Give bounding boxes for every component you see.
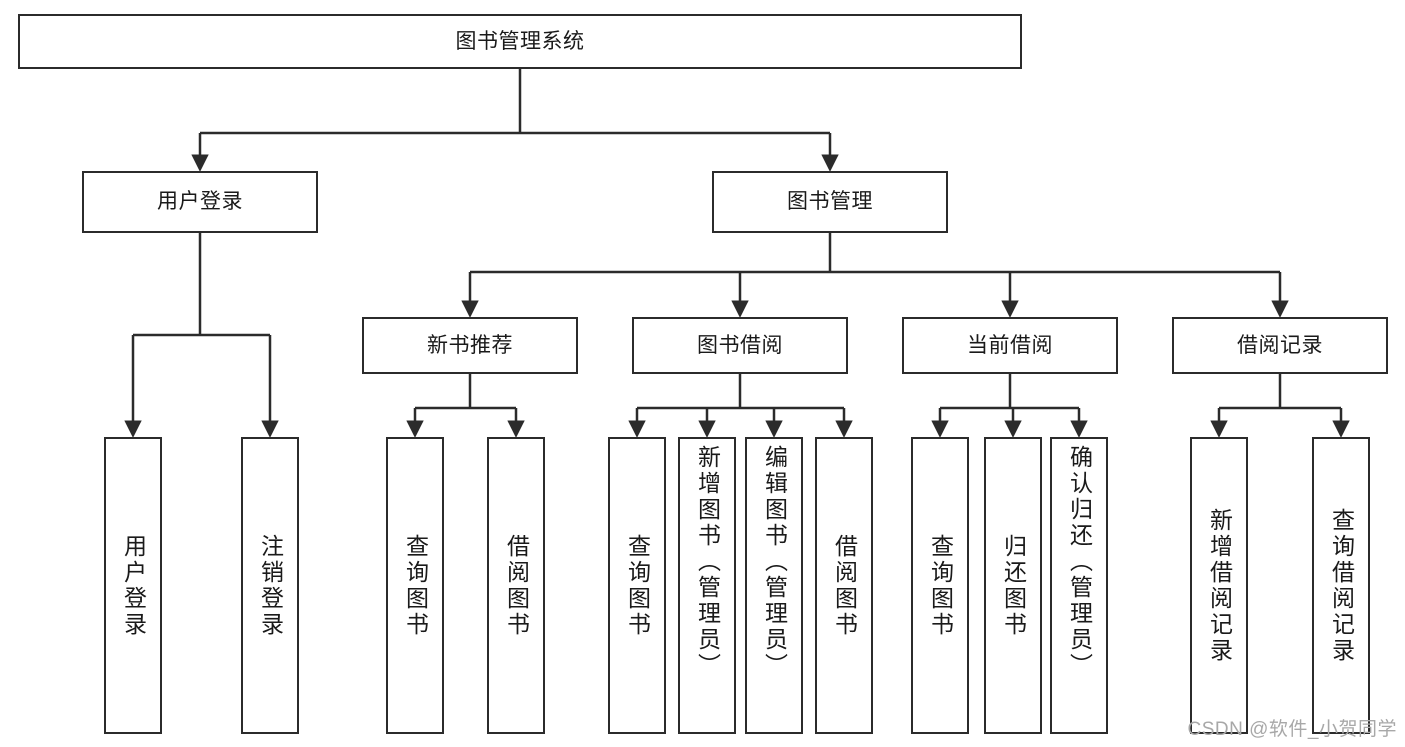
node-label: 借阅记录: [1237, 333, 1323, 357]
node-label: 查询图书: [624, 533, 651, 638]
node-borrow-record[interactable]: 借阅记录: [1172, 317, 1388, 374]
node-leaf-add-book-admin[interactable]: 新增图书（管理员）: [678, 437, 736, 734]
node-book-borrow[interactable]: 图书借阅: [632, 317, 848, 374]
node-label: 图书管理系统: [455, 29, 585, 53]
node-leaf-confirm-return-admin[interactable]: 确认归还（管理员）: [1050, 437, 1108, 734]
node-label: 用户登录: [157, 190, 243, 214]
node-label: 确认归还（管理员）: [1066, 445, 1093, 679]
node-label: 归还图书: [1000, 533, 1027, 638]
node-leaf-add-borrow-record[interactable]: 新增借阅记录: [1190, 437, 1248, 734]
node-leaf-query-book-1[interactable]: 查询图书: [386, 437, 444, 734]
node-label: 用户登录: [120, 533, 147, 638]
node-label: 查询借阅记录: [1328, 507, 1355, 664]
node-label: 图书管理: [787, 190, 873, 214]
node-leaf-query-book-2[interactable]: 查询图书: [608, 437, 666, 734]
node-leaf-logout[interactable]: 注销登录: [241, 437, 299, 734]
node-label: 新书推荐: [427, 333, 513, 357]
node-leaf-edit-book-admin[interactable]: 编辑图书（管理员）: [745, 437, 803, 734]
node-label: 借阅图书: [831, 533, 858, 638]
node-label: 编辑图书（管理员）: [761, 445, 788, 679]
node-leaf-query-book-3[interactable]: 查询图书: [911, 437, 969, 734]
node-label: 图书借阅: [697, 333, 783, 357]
node-leaf-return-book[interactable]: 归还图书: [984, 437, 1042, 734]
node-label: 借阅图书: [503, 533, 530, 638]
node-current-borrow[interactable]: 当前借阅: [902, 317, 1118, 374]
node-label: 新增借阅记录: [1206, 507, 1233, 664]
node-leaf-query-borrow-record[interactable]: 查询借阅记录: [1312, 437, 1370, 734]
node-label: 查询图书: [927, 533, 954, 638]
node-label: 注销登录: [257, 533, 284, 638]
node-new-book-recommend[interactable]: 新书推荐: [362, 317, 578, 374]
node-leaf-borrow-book-1[interactable]: 借阅图书: [487, 437, 545, 734]
node-label: 当前借阅: [967, 333, 1053, 357]
node-book-manage[interactable]: 图书管理: [712, 171, 948, 233]
watermark-text: CSDN @软件_小贺同学: [1187, 719, 1397, 740]
node-leaf-borrow-book-2[interactable]: 借阅图书: [815, 437, 873, 734]
node-leaf-user-login[interactable]: 用户登录: [104, 437, 162, 734]
node-label: 新增图书（管理员）: [694, 445, 721, 679]
node-label: 查询图书: [402, 533, 429, 638]
node-user-login[interactable]: 用户登录: [82, 171, 318, 233]
node-root[interactable]: 图书管理系统: [18, 14, 1022, 69]
